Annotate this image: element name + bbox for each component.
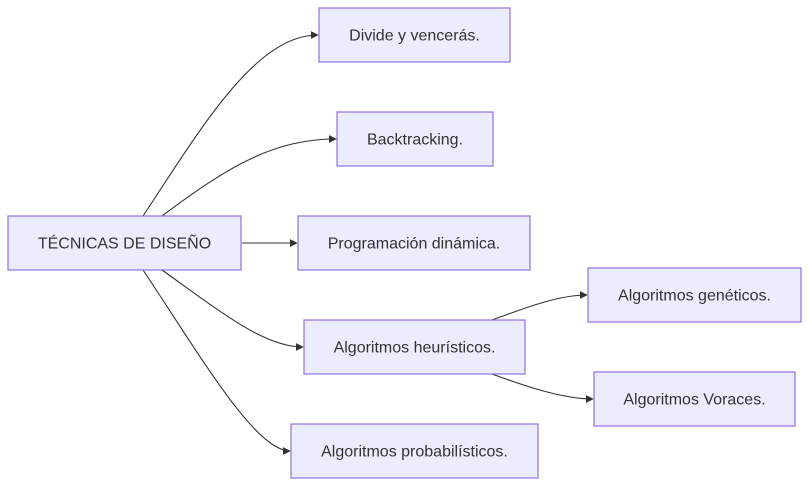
node-probabilistic-label: Algoritmos probabilísticos. <box>321 444 508 461</box>
node-divide-label: Divide y vencerás. <box>349 28 480 45</box>
node-root-label: TÉCNICAS DE DISEÑO <box>38 233 211 253</box>
node-root: TÉCNICAS DE DISEÑO <box>7 215 242 271</box>
node-heuristic-label: Algoritmos heurísticos. <box>334 340 496 357</box>
edge-heuristic-genetic <box>491 291 588 321</box>
node-backtracking-label: Backtracking. <box>367 132 463 149</box>
node-dynamic: Programación dinámica. <box>297 215 531 271</box>
edge-root-probabilistic <box>142 269 291 455</box>
node-greedy-label: Algoritmos Voraces. <box>623 392 765 409</box>
edges <box>142 31 594 455</box>
edge-root-heuristic <box>161 269 304 351</box>
node-backtracking: Backtracking. <box>336 111 494 167</box>
edge-heuristic-greedy <box>491 373 594 403</box>
node-greedy: Algoritmos Voraces. <box>593 371 796 427</box>
edge-root-backtracking <box>161 135 337 217</box>
edge-root-divide <box>142 31 319 217</box>
node-genetic-label: Algoritmos genéticos. <box>618 288 771 305</box>
node-divide: Divide y vencerás. <box>318 7 511 63</box>
node-dynamic-label: Programación dinámica. <box>328 236 501 253</box>
node-genetic: Algoritmos genéticos. <box>587 267 802 323</box>
node-heuristic: Algoritmos heurísticos. <box>303 319 526 375</box>
node-probabilistic: Algoritmos probabilísticos. <box>290 423 539 479</box>
